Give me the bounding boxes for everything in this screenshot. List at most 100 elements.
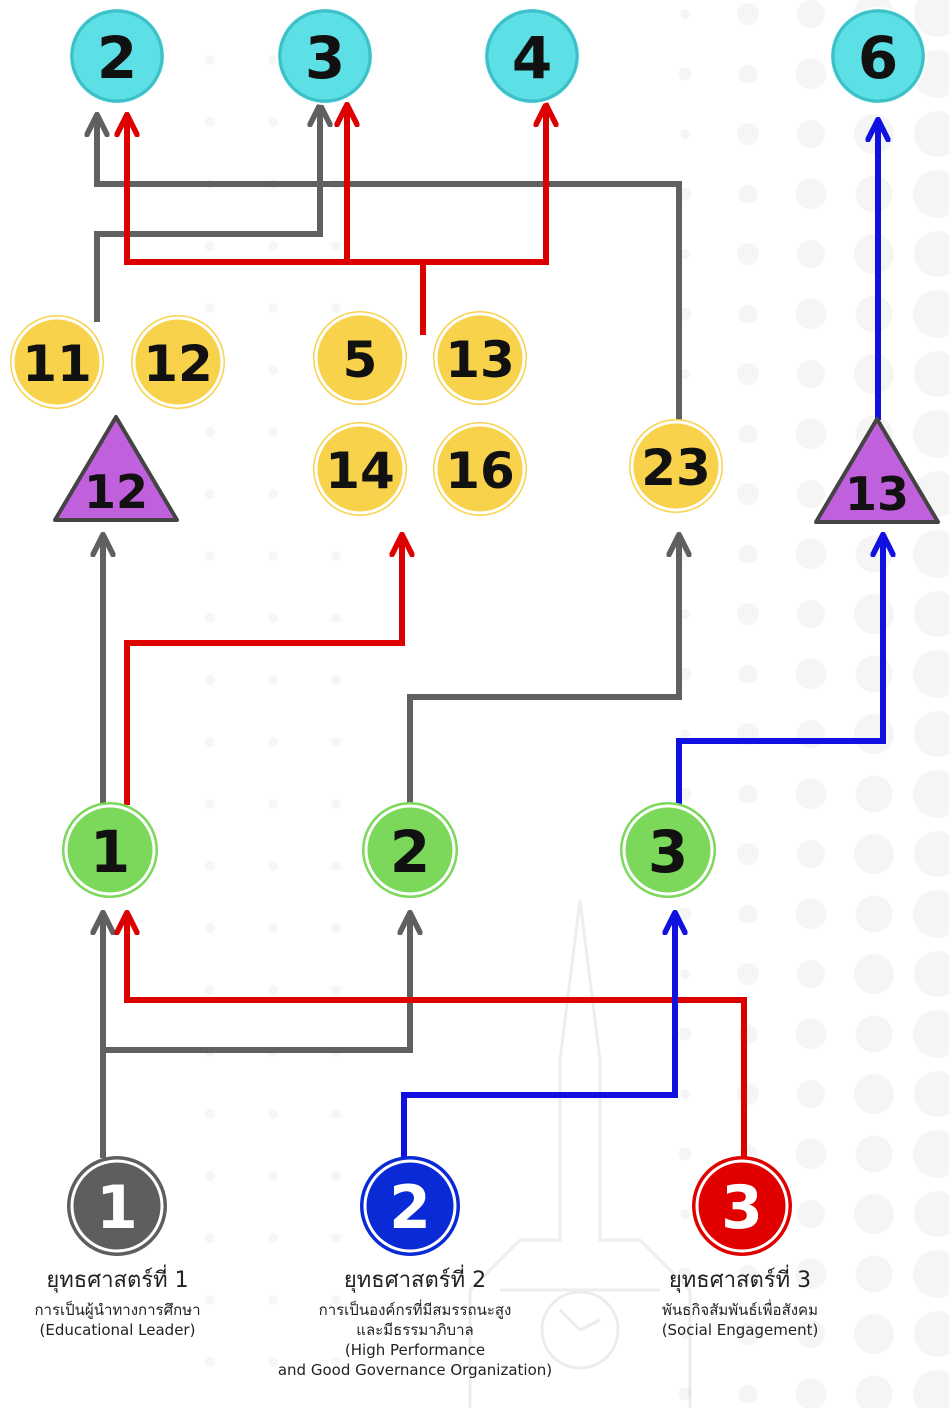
- background-dot: [855, 655, 893, 693]
- top-node-3-label: 3: [305, 24, 345, 92]
- triangle-node-12-label: 12: [84, 465, 148, 519]
- background-dot: [795, 778, 827, 810]
- strategy-node-3: 3: [692, 1156, 792, 1256]
- strategy-2-title: ยุทธศาสตร์ที่ 2: [343, 1268, 487, 1293]
- green-node-3: 3: [620, 802, 716, 898]
- background-dot: [855, 895, 893, 933]
- connector-gray-green2-to-23: [407, 537, 679, 805]
- background-dot: [795, 898, 827, 930]
- strategy-2-line-1: การเป็นองค์กรที่มีสมรรถนะสูง: [318, 1301, 512, 1319]
- strategy-1-line-2: (Educational Leader): [39, 1321, 196, 1339]
- green-node-1-label: 1: [90, 818, 130, 886]
- background-dot: [205, 117, 215, 127]
- background-dot: [795, 658, 827, 690]
- background-dot: [797, 0, 825, 28]
- background-dot: [854, 1074, 894, 1114]
- background-dot: [680, 609, 690, 619]
- background-dot: [205, 1295, 215, 1305]
- connector-red-bus-to-top-4: [420, 107, 546, 265]
- background-dot: [737, 123, 759, 145]
- background-dot: [738, 664, 758, 684]
- background-dot: [268, 117, 278, 127]
- background-dot: [738, 784, 758, 804]
- background-dot: [914, 1071, 949, 1117]
- background-dot: [855, 175, 893, 213]
- background-dot: [205, 241, 215, 251]
- strategy-node-3-label: 3: [721, 1173, 763, 1243]
- background-dot: [737, 843, 759, 865]
- yellow-node-12: 12: [131, 315, 225, 409]
- background-dot: [205, 1357, 215, 1367]
- background-dot: [914, 0, 949, 37]
- strategy-1-line-1: การเป็นผู้นำทางการศึกษา: [34, 1301, 201, 1319]
- background-dot: [678, 1147, 692, 1161]
- background-dot: [795, 178, 827, 210]
- background-dot: [268, 799, 278, 809]
- background-dot: [855, 775, 893, 813]
- connector-blue-strategy2-to-green3: [401, 915, 675, 1158]
- background-dot: [738, 304, 758, 324]
- background-dot: [331, 737, 341, 747]
- background-dot: [913, 770, 949, 818]
- background-dot: [205, 1109, 215, 1119]
- background-dot: [331, 799, 341, 809]
- background-dot: [854, 114, 894, 154]
- background-dot: [738, 184, 758, 204]
- background-dot: [331, 1295, 341, 1305]
- connector-red-bus-to-top-3: [347, 107, 420, 265]
- connector-gray-11-to-top-3: [94, 107, 320, 322]
- background-dot: [795, 1018, 827, 1050]
- background-dot: [331, 303, 341, 313]
- background-dot: [268, 737, 278, 747]
- connector-lines: [97, 107, 883, 1158]
- background-dot: [205, 55, 215, 65]
- connector-gray-23-to-top-2: [97, 117, 682, 420]
- background-dot: [680, 1329, 690, 1339]
- background-dot: [680, 129, 690, 139]
- strategy-1-title: ยุทธศาสตร์ที่ 1: [46, 1268, 189, 1293]
- background-dot: [331, 1233, 341, 1243]
- background-dot: [854, 234, 894, 274]
- background-dot: [268, 303, 278, 313]
- background-dot: [737, 363, 759, 385]
- background-dot: [331, 985, 341, 995]
- background-dot: [795, 418, 827, 450]
- strategy-node-2-label: 2: [389, 1173, 431, 1243]
- strategy-node-2: 2: [360, 1156, 460, 1256]
- background-dot: [855, 1255, 893, 1293]
- background-dot: [678, 1387, 692, 1401]
- background-dot: [738, 904, 758, 924]
- strategy-2-line-2: และมีธรรมาภิบาล: [356, 1321, 474, 1339]
- background-dot: [680, 729, 690, 739]
- background-dot: [268, 241, 278, 251]
- background-dot: [680, 1209, 690, 1219]
- strategy-2-line-4: and Good Governance Organization): [277, 1361, 553, 1379]
- background-dot: [914, 591, 949, 637]
- connector-red-bus-to-top-2: [127, 117, 420, 265]
- green-node-2-label: 2: [390, 818, 430, 886]
- background-dot: [678, 67, 692, 81]
- background-dot: [268, 427, 278, 437]
- strategy-node-1-label: 1: [96, 1173, 138, 1243]
- background-dot: [331, 551, 341, 561]
- connector-blue-green3-to-triangle13: [676, 537, 883, 805]
- background-dot: [205, 737, 215, 747]
- background-dot: [205, 613, 215, 623]
- yellow-node-14: 14: [313, 422, 407, 516]
- background-dot: [855, 295, 893, 333]
- background-dot: [205, 489, 215, 499]
- strategy-2-line-3: (High Performance: [344, 1341, 486, 1359]
- yellow-node-13: 13: [433, 311, 527, 405]
- background-dot: [331, 1357, 341, 1367]
- green-node-1: 1: [62, 802, 158, 898]
- background-dot: [268, 613, 278, 623]
- background-dot: [205, 551, 215, 561]
- background-dot: [737, 963, 759, 985]
- background-dot: [797, 1320, 825, 1348]
- background-dot: [268, 923, 278, 933]
- top-node-6: 6: [829, 7, 927, 105]
- strategy-1-caption: ยุทธศาสตร์ที่ 1 การเป็นผู้นำทางการศึกษา …: [0, 1266, 235, 1340]
- green-node-3-label: 3: [648, 818, 688, 886]
- yellow-node-14-label: 14: [325, 442, 395, 500]
